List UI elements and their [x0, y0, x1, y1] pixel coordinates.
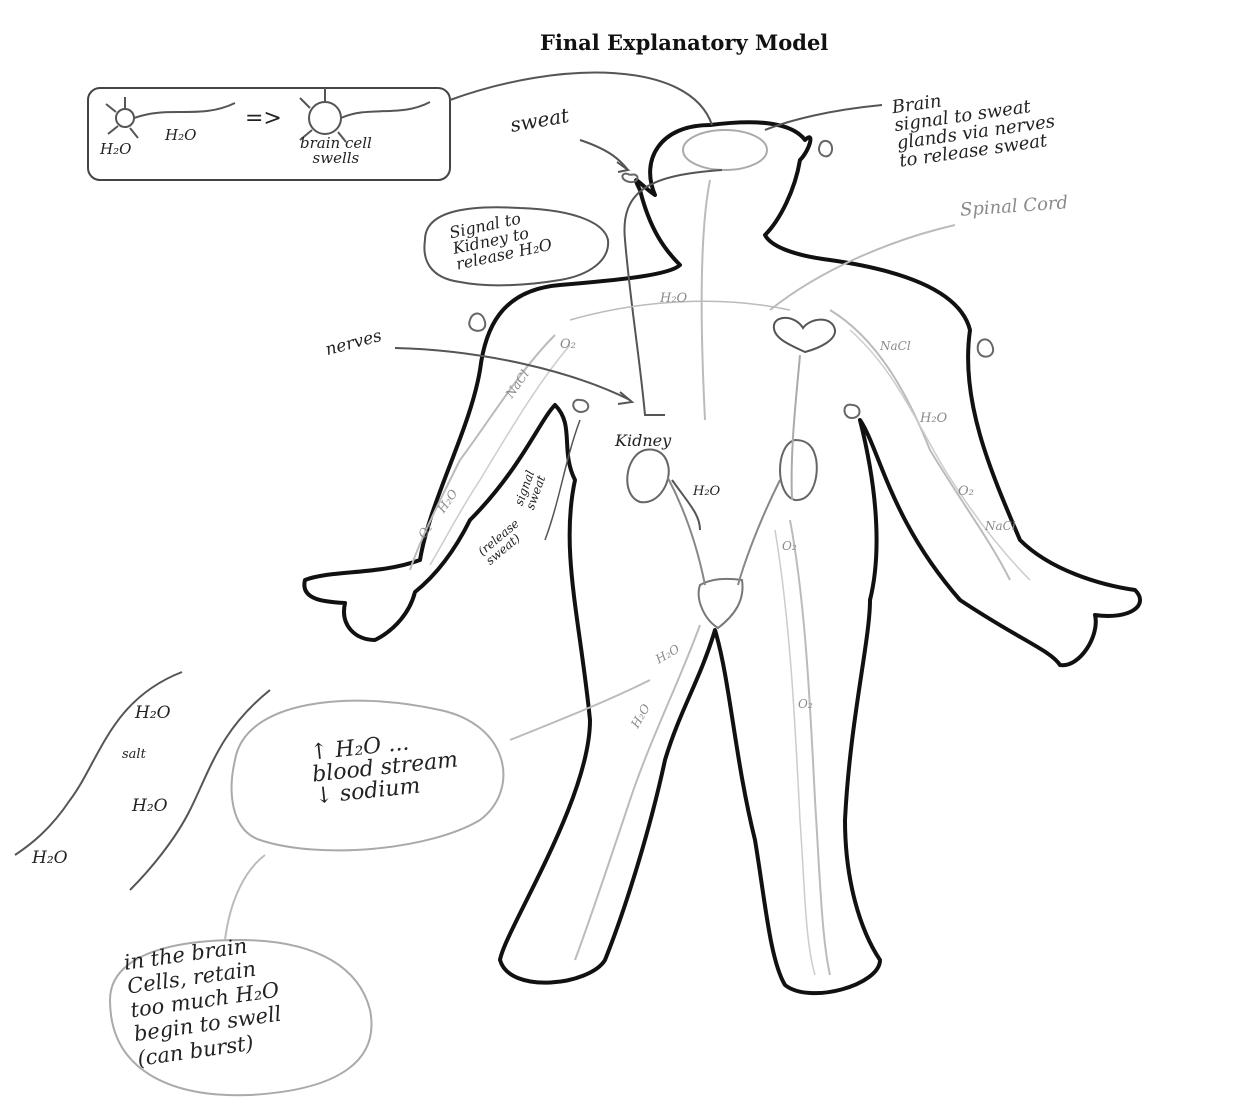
label-h2o-cell-2: H₂O	[132, 798, 168, 815]
sweat-drop-shoulder-left	[469, 314, 485, 331]
kidney-left	[627, 450, 668, 503]
box-to-head-line	[450, 73, 712, 125]
bladder-sketch	[699, 579, 743, 628]
label-arrow-symbol: =>	[245, 108, 282, 130]
sweat-drop-head-left	[622, 174, 637, 182]
label-salt-cell: salt	[122, 748, 146, 761]
label-o2-chest: O₂	[560, 338, 576, 351]
blood-stream-pointer	[510, 680, 650, 740]
sweat-drop-head-right	[819, 141, 832, 156]
label-nacl-right-arm: NaCl	[880, 340, 911, 352]
sweat-gland-right	[845, 405, 860, 418]
label-nacl-right-arm-2: NaCl	[985, 520, 1016, 532]
label-h2o-chest: H₂O	[660, 292, 687, 305]
heart-sketch	[774, 318, 835, 352]
vessel-left-leg	[575, 625, 700, 960]
neuron-small-axon	[134, 103, 235, 118]
neuron-small	[116, 109, 134, 127]
sweat-drop-shoulder-right	[978, 339, 993, 356]
cells-brain-pointer	[225, 855, 265, 940]
label-brain-cell: brain cell swells	[300, 136, 372, 166]
body-outline	[304, 122, 1140, 993]
spinal-cord-line	[702, 180, 710, 420]
neuron-swollen	[309, 102, 341, 134]
cell-membrane-outer	[15, 672, 182, 855]
brain-sketch	[683, 130, 767, 170]
label-o2-right-arm: O₂	[958, 485, 974, 498]
neuron-swollen-axon	[341, 102, 430, 118]
sweat-gland-left	[573, 400, 588, 412]
kidney-right	[780, 440, 817, 500]
label-h2o-kidney: H₂O	[693, 485, 720, 498]
label-h2o-cell-1: H₂O	[135, 705, 171, 722]
label-h2o-right-arm: H₂O	[920, 412, 947, 425]
label-h2o-box: H₂O	[100, 142, 131, 157]
label-h2o-box-arrow: H₂O	[165, 128, 196, 143]
label-kidney: Kidney	[615, 433, 671, 449]
label-cells-brain: in the brain Cells, retain too much H₂O …	[122, 930, 287, 1070]
label-o2-leg: O₂	[798, 698, 813, 710]
vessel-right-leg-2	[775, 530, 815, 975]
label-h2o-cell-3: H₂O	[32, 850, 68, 867]
label-o2-abdomen: O₂	[782, 540, 797, 552]
brain-cell-box	[88, 88, 450, 180]
vessel-left-arm	[410, 335, 555, 570]
ureter-right	[738, 480, 780, 585]
vessel-central	[792, 355, 800, 500]
diagram-title: Final Explanatory Model	[540, 30, 828, 55]
